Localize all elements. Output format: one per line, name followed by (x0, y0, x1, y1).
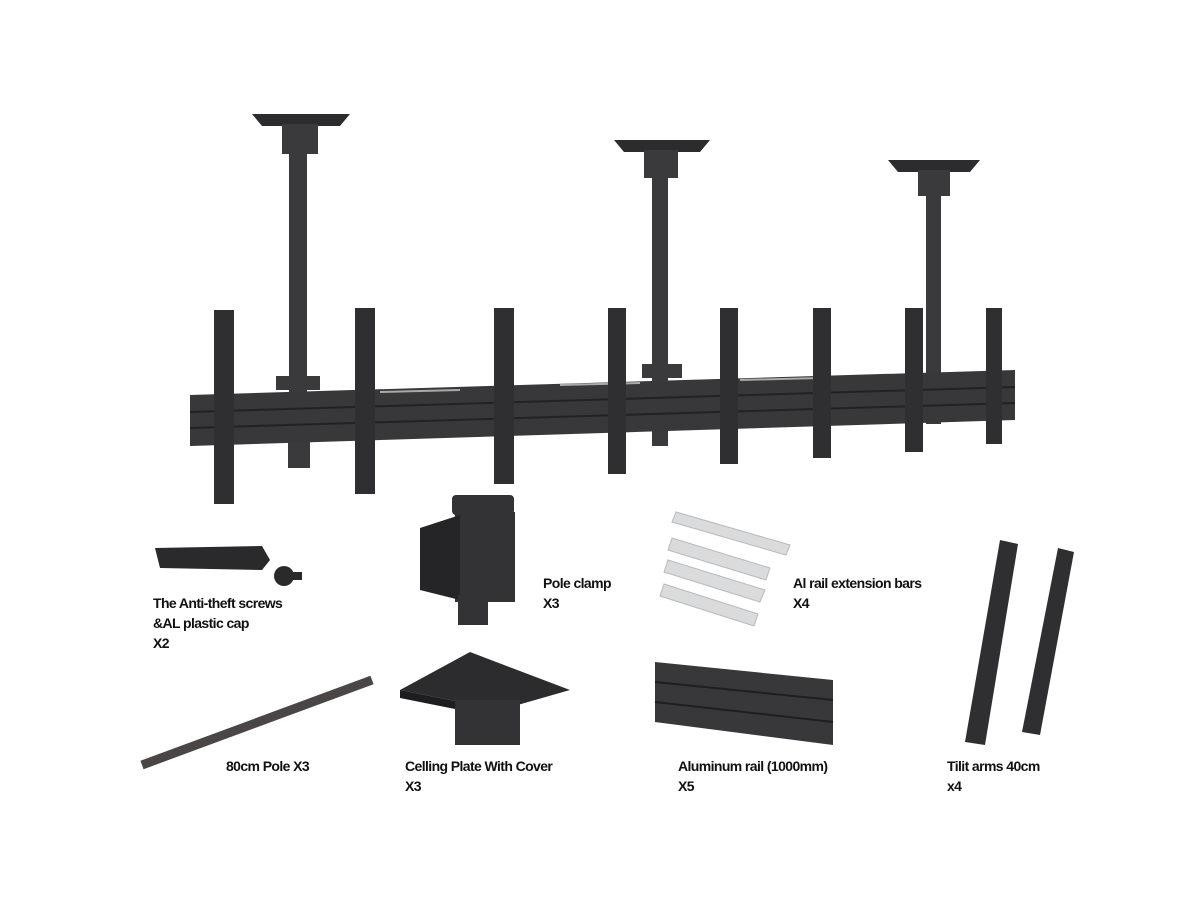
part-name: Aluminum rail (1000mm) (678, 758, 828, 774)
part-name: Al rail extension bars (793, 575, 922, 591)
ceiling-plate-with-cover (400, 652, 570, 745)
part-qty: X2 (153, 635, 170, 651)
part-qty: X3 (405, 778, 422, 794)
label-tilt-arms: Tilit arms 40cm x4 (947, 756, 1040, 796)
part-qty: X4 (793, 595, 810, 611)
plastic-cap-and-screw (155, 546, 302, 586)
aluminum-rail-assembly (189, 370, 1016, 446)
part-qty: X3 (543, 595, 560, 611)
part-name: Pole clamp (543, 575, 612, 591)
80cm-pole (140, 675, 374, 770)
label-ceiling-plate: Celling Plate With Cover X3 (405, 756, 553, 796)
part-name: Celling Plate With Cover (405, 758, 553, 774)
ceiling-pole-1 (252, 114, 350, 468)
ceiling-pole-2 (614, 140, 710, 446)
tilt-arms (965, 540, 1074, 745)
part-name: The Anti-theft screws (153, 595, 283, 611)
label-aluminum-rail: Aluminum rail (1000mm) X5 (678, 756, 828, 796)
label-anti-theft-screws: The Anti-theft screws &AL plastic cap X2 (153, 593, 283, 653)
label-al-rail-extension-bars: Al rail extension bars X4 (793, 573, 922, 613)
pole-clamp (420, 495, 515, 625)
ceiling-pole-3 (888, 160, 980, 424)
part-name: Tilit arms 40cm (947, 758, 1040, 774)
label-pole-clamp: Pole clamp X3 (543, 573, 612, 613)
part-qty: x4 (947, 778, 962, 794)
tilt-arms-assembled (214, 308, 1002, 504)
part-name-line2: &AL plastic cap (153, 615, 249, 631)
assembled-ceiling-mount (189, 114, 1016, 504)
aluminum-rail (654, 662, 834, 745)
label-80cm-pole: 80cm Pole X3 (226, 756, 310, 776)
part-name: 80cm Pole X3 (226, 758, 310, 774)
al-rail-extension-bars (659, 511, 791, 627)
part-qty: X5 (678, 778, 695, 794)
